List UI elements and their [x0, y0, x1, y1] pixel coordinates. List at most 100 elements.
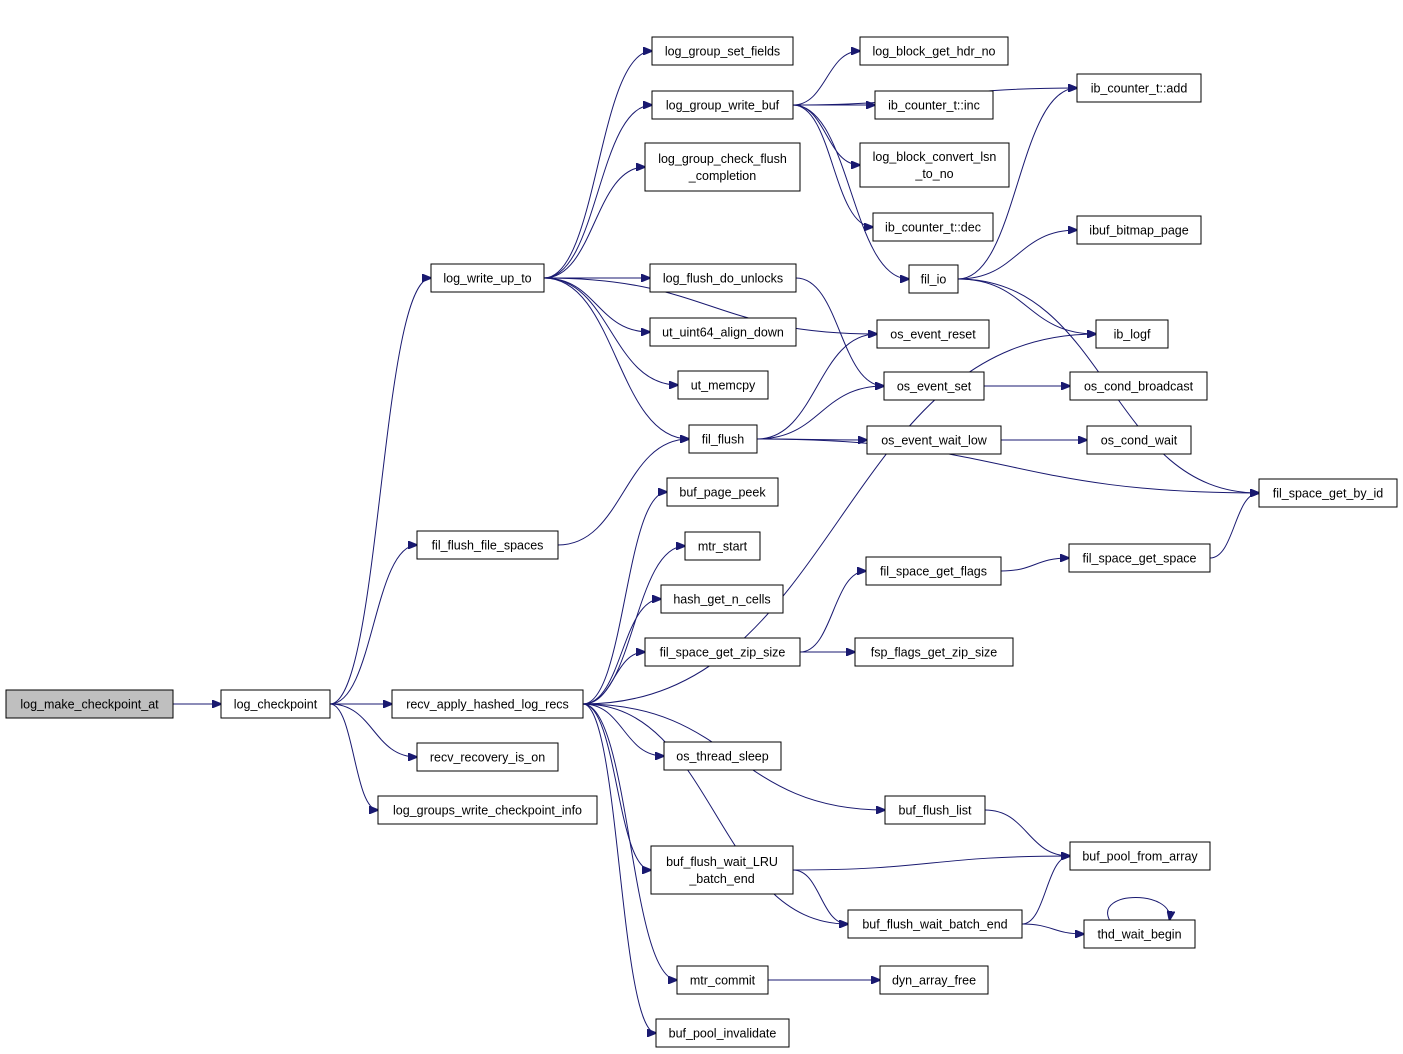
node-log-group-set-fields[interactable]: log_group_set_fields: [651, 36, 794, 66]
node-ut-uint64-align-down[interactable]: ut_uint64_align_down: [649, 317, 797, 347]
node-box: [1069, 371, 1208, 401]
node-box: [879, 965, 989, 995]
edge-rahl-to-iblogf: [582, 334, 1096, 705]
edges-layer: [172, 51, 1259, 1033]
node-label: fil_space_get_space: [1083, 552, 1197, 566]
node-box: [854, 637, 1014, 667]
node-box: [874, 90, 994, 120]
node-buf-pool-from-array[interactable]: buf_pool_from_array: [1069, 841, 1211, 871]
node-log-block-convert-lsn-to-no[interactable]: log_block_convert_lsn_to_no: [859, 142, 1010, 188]
node-log-block-get-hdr-no[interactable]: log_block_get_hdr_no: [859, 36, 1009, 66]
node-os-cond-broadcast[interactable]: os_cond_broadcast: [1069, 371, 1208, 401]
node-recv-apply-hashed-log-recs[interactable]: recv_apply_hashed_log_recs: [391, 689, 584, 719]
node-mtr-start[interactable]: mtr_start: [684, 531, 761, 561]
node-box: [859, 36, 1009, 66]
node-ib-counter-t-dec[interactable]: ib_counter_t::dec: [872, 212, 994, 242]
node-label: log_group_set_fields: [665, 45, 780, 59]
node-os-event-reset[interactable]: os_event_reset: [876, 319, 990, 349]
node-label: ib_counter_t::add: [1091, 82, 1188, 96]
edge-fsgzs-to-fsgf: [799, 571, 866, 653]
node-dyn-array-free[interactable]: dyn_array_free: [879, 965, 989, 995]
node-thd-wait-begin[interactable]: thd_wait_begin: [1083, 919, 1196, 949]
node-fil-space-get-by-id[interactable]: fil_space_get_by_id: [1258, 478, 1398, 508]
node-box: [872, 212, 994, 242]
edge-rahl-to-bfwlbe: [582, 703, 651, 870]
node-buf-flush-wait-lru-batch-end[interactable]: buf_flush_wait_LRU _batch_end: [650, 845, 794, 895]
node-os-event-set[interactable]: os_event_set: [883, 371, 985, 401]
node-label: fil_io: [921, 273, 947, 287]
node-box: [1076, 73, 1202, 103]
edge-fio-to-ibadd: [957, 88, 1077, 280]
node-label: fil_space_get_flags: [880, 565, 987, 579]
node-label: mtr_commit: [690, 974, 756, 988]
node-label: buf_flush_wait_LRU: [666, 855, 778, 869]
node-box: [666, 477, 779, 507]
node-log-groups-write-checkpoint-info[interactable]: log_groups_write_checkpoint_info: [377, 795, 598, 825]
node-label: fil_flush: [702, 433, 744, 447]
node-ibuf-bitmap-page[interactable]: ibuf_bitmap_page: [1076, 215, 1202, 245]
node-ib-logf[interactable]: ib_logf: [1095, 319, 1169, 349]
edge-lwut-to-ff: [543, 277, 689, 439]
edge-lgwb-to-lbcl: [792, 104, 860, 165]
node-label: ib_counter_t::dec: [885, 221, 981, 235]
node-os-cond-wait[interactable]: os_cond_wait: [1086, 425, 1192, 455]
node-log-group-check-flush-completion[interactable]: log_group_check_flush_completion: [644, 142, 801, 192]
node-box: [391, 689, 584, 719]
node-fsp-flags-get-zip-size[interactable]: fsp_flags_get_zip_size: [854, 637, 1014, 667]
node-ib-counter-t-inc[interactable]: ib_counter_t::inc: [874, 90, 994, 120]
node-box: [866, 425, 1002, 455]
node-label: log_make_checkpoint_at: [20, 698, 159, 712]
node-hash-get-n-cells[interactable]: hash_get_n_cells: [660, 584, 784, 614]
node-box: [676, 965, 769, 995]
node-ib-counter-t-add[interactable]: ib_counter_t::add: [1076, 73, 1202, 103]
edge-bfwlbe-to-bpfa: [792, 856, 1070, 871]
node-fil-flush[interactable]: fil_flush: [688, 424, 758, 454]
node-label: _batch_end: [688, 872, 754, 886]
node-box: [884, 795, 986, 825]
node-buf-flush-wait-batch-end[interactable]: buf_flush_wait_batch_end: [847, 909, 1023, 939]
nodes-layer: log_make_checkpoint_at log_checkpoint log_…: [5, 36, 1398, 1048]
edge-rahl-to-mtrs: [582, 546, 685, 705]
edge-ff-to-oes: [756, 386, 884, 440]
node-recv-recovery-is-on[interactable]: recv_recovery_is_on: [416, 742, 559, 772]
node-log-checkpoint[interactable]: log_checkpoint: [220, 689, 331, 719]
node-fil-space-get-zip-size[interactable]: fil_space_get_zip_size: [644, 637, 801, 667]
node-fil-flush-file-spaces[interactable]: fil_flush_file_spaces: [416, 530, 559, 560]
node-label: ib_logf: [1114, 328, 1151, 342]
node-label: recv_recovery_is_on: [430, 751, 545, 765]
node-log-group-write-buf[interactable]: log_group_write_buf: [651, 90, 794, 120]
node-log-make-checkpoint-at[interactable]: log_make_checkpoint_at: [5, 689, 174, 719]
node-label: log_flush_do_unlocks: [663, 272, 783, 286]
edge-rahl-to-bpp: [582, 492, 667, 705]
edge-lwut-to-utm: [543, 277, 678, 385]
edge-lwut-to-oer: [543, 277, 877, 334]
node-fil-space-get-flags[interactable]: fil_space_get_flags: [865, 556, 1002, 586]
node-fil-space-get-space[interactable]: fil_space_get_space: [1068, 543, 1211, 573]
node-box: [883, 371, 985, 401]
node-label: ibuf_bitmap_page: [1089, 224, 1188, 238]
edge-lcp-to-lgwci: [329, 703, 378, 810]
node-mtr-commit[interactable]: mtr_commit: [676, 965, 769, 995]
node-log-flush-do-unlocks[interactable]: log_flush_do_unlocks: [649, 263, 797, 293]
node-buf-flush-list[interactable]: buf_flush_list: [884, 795, 986, 825]
node-fil-io[interactable]: fil_io: [908, 264, 959, 294]
node-box: [655, 1018, 790, 1048]
node-log-write-up-to[interactable]: log_write_up_to: [430, 263, 545, 293]
node-box: [660, 584, 784, 614]
node-buf-pool-invalidate[interactable]: buf_pool_invalidate: [655, 1018, 790, 1048]
node-label: buf_pool_from_array: [1082, 850, 1198, 864]
edge-ff-to-oer: [756, 334, 877, 440]
edge-rahl-to-hgnc: [582, 599, 661, 705]
node-buf-page-peek[interactable]: buf_page_peek: [666, 477, 779, 507]
node-ut-memcpy[interactable]: ut_memcpy: [677, 370, 769, 400]
edge-fsgs-to-fsgbi: [1209, 493, 1259, 559]
node-label: fsp_flags_get_zip_size: [871, 646, 998, 660]
node-label: dyn_array_free: [892, 974, 976, 988]
node-label: log_group_write_buf: [666, 99, 780, 113]
edge-bfwlbe-to-bfwbe: [792, 869, 848, 924]
edge-fio-to-iblogf: [957, 278, 1096, 334]
edge-lgwb-to-ibdec: [792, 104, 873, 227]
node-box: [1068, 543, 1211, 573]
node-os-thread-sleep[interactable]: os_thread_sleep: [663, 741, 782, 771]
node-os-event-wait-low[interactable]: os_event_wait_low: [866, 425, 1002, 455]
